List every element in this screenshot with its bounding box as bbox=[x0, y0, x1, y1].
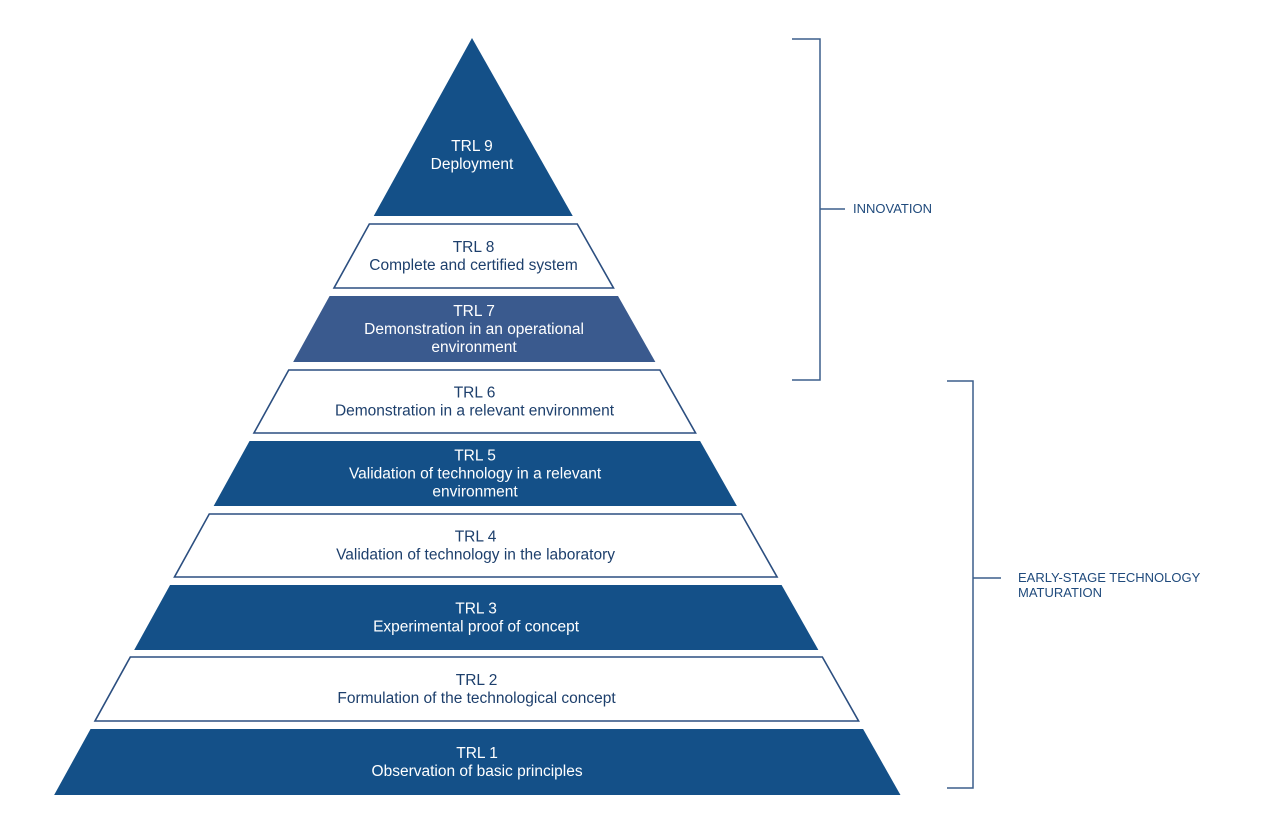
band-shape-trl-8 bbox=[332, 223, 615, 289]
band-shape-trl-1 bbox=[54, 729, 901, 795]
band-shape-trl-7 bbox=[293, 296, 656, 362]
band-description-label: Demonstration in an operational bbox=[364, 321, 584, 338]
band-description-label: Formulation of the technological concept bbox=[337, 690, 616, 707]
band-level-label: TRL 1 bbox=[456, 745, 498, 762]
band-level-label: TRL 2 bbox=[456, 672, 498, 689]
band-description-label: Observation of basic principles bbox=[372, 763, 583, 780]
group-label-early-stage: MATURATION bbox=[1018, 585, 1102, 600]
band-shape-trl-2 bbox=[93, 656, 860, 722]
band-shape-trl-6 bbox=[252, 369, 697, 434]
band-description-label: environment bbox=[431, 339, 517, 356]
band-description-label: Demonstration in a relevant environment bbox=[335, 403, 615, 420]
band-description-label: Deployment bbox=[431, 156, 514, 173]
band-description-label: Complete and certified system bbox=[369, 257, 577, 274]
band-level-label: TRL 3 bbox=[455, 601, 497, 618]
group-brackets: INNOVATION EARLY-STAGE TECHNOLOGYMATURATI… bbox=[792, 38, 1201, 789]
band-level-label: TRL 8 bbox=[453, 239, 495, 256]
band-description-label: Experimental proof of concept bbox=[373, 619, 580, 636]
bracket-line bbox=[792, 38, 845, 381]
group-label-innovation: INNOVATION bbox=[853, 201, 932, 216]
band-description-label: Validation of technology in the laborato… bbox=[336, 547, 615, 564]
band-shape-trl-9 bbox=[373, 38, 573, 216]
band-shape-trl-4 bbox=[173, 513, 779, 578]
band-description-label: Validation of technology in a relevant bbox=[349, 466, 602, 483]
bracket-line bbox=[947, 380, 1001, 789]
band-shape-trl-5 bbox=[213, 441, 737, 506]
band-shape-trl-3 bbox=[134, 585, 819, 650]
band-level-label: TRL 7 bbox=[453, 303, 495, 320]
band-level-label: TRL 5 bbox=[454, 448, 496, 465]
band-level-label: TRL 6 bbox=[454, 385, 496, 402]
band-level-label: TRL 9 bbox=[451, 138, 493, 155]
band-level-label: TRL 4 bbox=[455, 529, 497, 546]
bracket-innovation: INNOVATION bbox=[792, 38, 932, 381]
band-description-label: environment bbox=[432, 484, 518, 501]
group-label-early-stage: EARLY-STAGE TECHNOLOGY bbox=[1018, 570, 1201, 585]
